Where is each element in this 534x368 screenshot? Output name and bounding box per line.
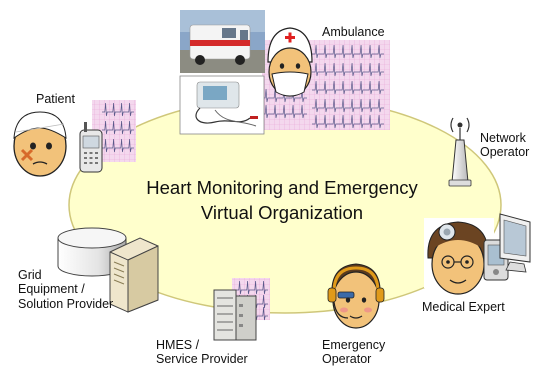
label-grid-provider: Grid Equipment / Solution Provider	[18, 268, 114, 311]
ecg-trace-line	[102, 102, 134, 117]
monitor-icon	[499, 213, 531, 273]
doctor-face-icon	[424, 218, 494, 295]
ecg-trace-line	[312, 44, 384, 59]
paramedic-face-icon	[267, 27, 313, 97]
label-emergency-operator: Emergency Operator	[322, 338, 386, 367]
antenna-icon	[448, 117, 472, 187]
ecg-trace-line	[102, 138, 134, 153]
label-medical-expert: Medical Expert	[422, 300, 505, 314]
ecg-trace-line	[262, 104, 307, 119]
server-icon	[213, 289, 257, 341]
ecg-trace-line	[312, 62, 384, 77]
label-patient: Patient	[36, 92, 75, 106]
mobile-phone-icon	[79, 122, 103, 173]
label-ambulance: Ambulance	[322, 25, 385, 39]
patient-face-icon	[13, 111, 67, 177]
ecg-trace-line	[102, 120, 134, 135]
ecg-trace-line	[312, 114, 384, 129]
ecg-monitor-photo-icon	[179, 75, 265, 135]
title-line-1: Heart Monitoring and Emergency	[146, 177, 418, 198]
title-line-2: Virtual Organization	[200, 201, 364, 223]
operator-headset-face-icon	[327, 263, 385, 329]
server-tower-icon	[109, 237, 159, 313]
ecg-trace-line	[312, 80, 384, 95]
ecg-trace-line	[236, 280, 268, 295]
label-network-operator: Network Operator	[480, 131, 530, 160]
ambulance-photo-icon	[180, 10, 265, 73]
label-hmes-provider: HMES / Service Provider	[156, 338, 248, 367]
ecg-trace-line	[312, 98, 384, 113]
diagram-title: Heart Monitoring and Emergency Virtual O…	[112, 176, 452, 226]
